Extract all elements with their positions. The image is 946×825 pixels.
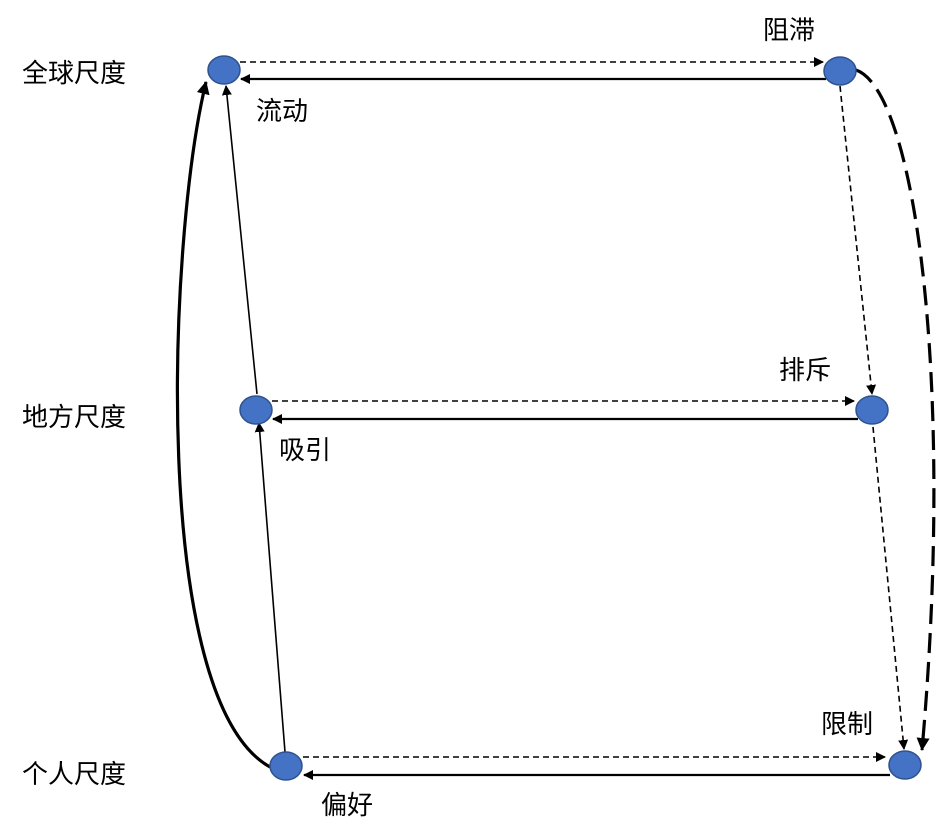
local-right-node xyxy=(855,395,889,425)
individual-scale-label: 个人尺度 xyxy=(22,760,127,790)
global-to-local-dashed-arrow xyxy=(839,85,877,395)
individual-left-node xyxy=(269,751,303,781)
constraint-label: 限制 xyxy=(821,710,874,740)
global-left-node xyxy=(207,55,241,85)
local-left-node xyxy=(239,395,273,425)
local-scale-label: 地方尺度 xyxy=(22,403,127,433)
local-to-individual-dashed-arrow xyxy=(872,426,909,750)
individual-to-global-curve xyxy=(175,81,271,769)
individual-right-node xyxy=(888,750,922,780)
attract-label: 吸引 xyxy=(279,436,332,466)
global-right-node xyxy=(823,56,857,86)
flow-label: 流动 xyxy=(256,97,309,127)
global-scale-label: 全球尺度 xyxy=(22,59,127,89)
local-to-global-arrow xyxy=(221,85,258,395)
individual-to-local-arrow xyxy=(254,422,286,753)
preference-label: 偏好 xyxy=(321,791,374,821)
obstruct-label: 阻滞 xyxy=(763,16,816,46)
repel-label: 排斥 xyxy=(779,356,832,386)
global-to-individual-dashed-curve xyxy=(855,68,936,751)
